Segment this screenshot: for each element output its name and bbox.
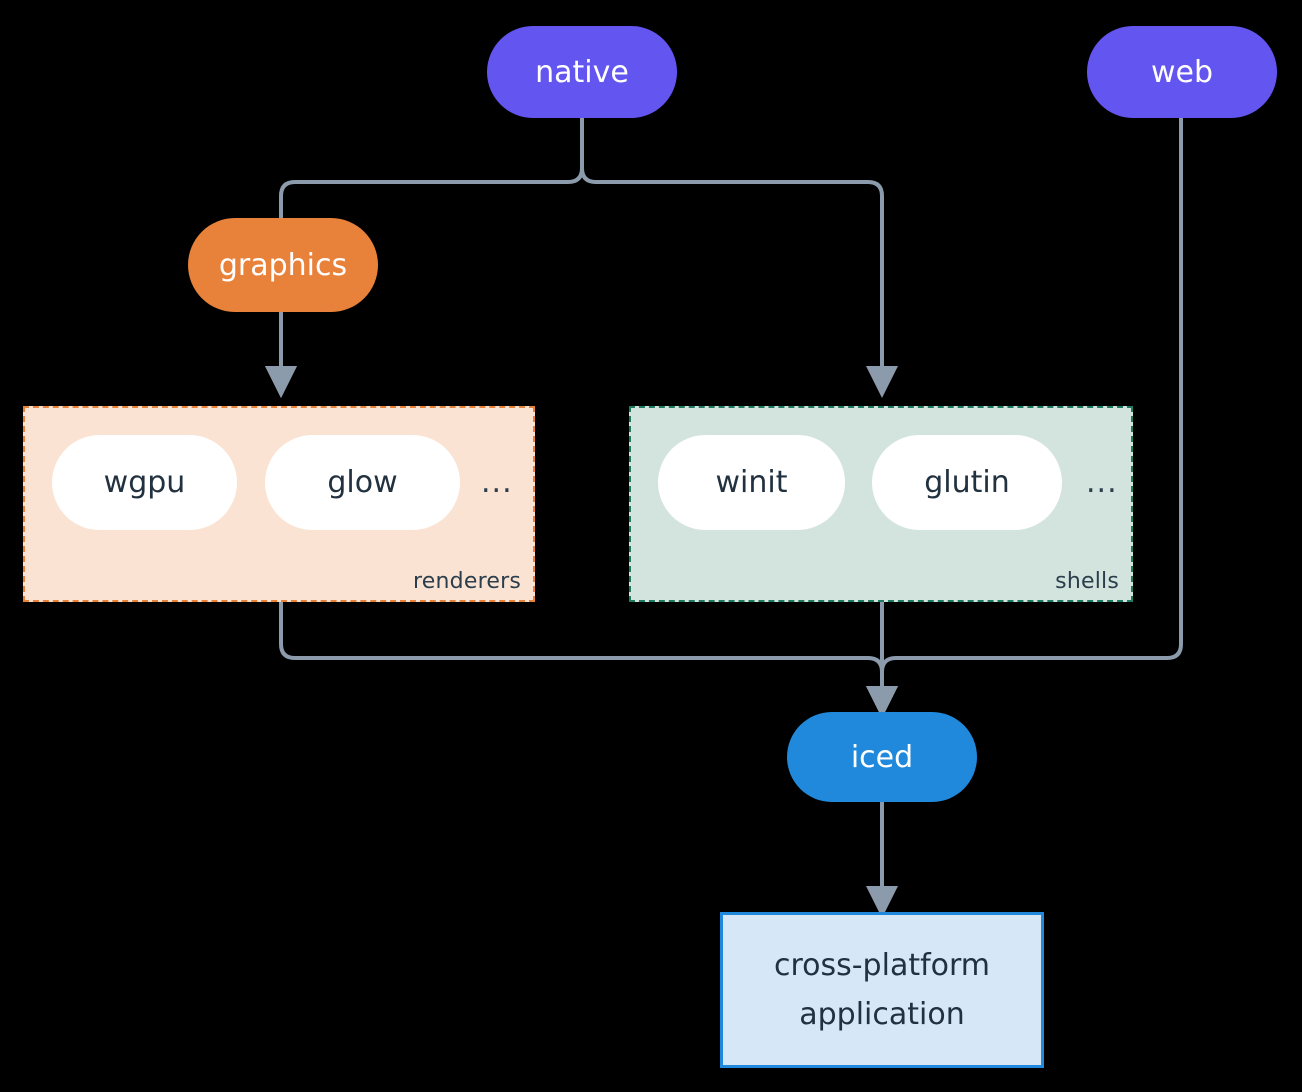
node-iced[interactable]: iced bbox=[787, 712, 977, 802]
node-graphics-label: graphics bbox=[218, 247, 348, 283]
edge-renderers-to-iced bbox=[279, 600, 898, 718]
group-shells-label: shells bbox=[1055, 569, 1119, 594]
renderers-ellipsis: ... bbox=[481, 465, 513, 500]
group-renderers[interactable]: wgpu glow ... renderers bbox=[23, 406, 535, 602]
node-iced-label: iced bbox=[850, 739, 914, 775]
shells-ellipsis: ... bbox=[1086, 465, 1118, 500]
node-application-line2: application bbox=[799, 997, 965, 1032]
leaf-glow[interactable]: glow bbox=[265, 435, 460, 530]
node-web-label: web bbox=[1150, 54, 1214, 90]
node-application-line1: cross-platform bbox=[773, 947, 991, 983]
leaf-glutin[interactable]: glutin bbox=[872, 435, 1062, 530]
node-native[interactable]: native bbox=[487, 26, 677, 118]
group-shells[interactable]: winit glutin ... shells bbox=[629, 406, 1133, 602]
group-renderers-label: renderers bbox=[413, 569, 521, 594]
node-graphics[interactable]: graphics bbox=[188, 218, 378, 312]
node-application[interactable]: cross-platform application bbox=[720, 912, 1044, 1068]
leaf-wgpu-label: wgpu bbox=[103, 465, 186, 500]
leaf-wgpu[interactable]: wgpu bbox=[52, 435, 237, 530]
node-native-label: native bbox=[535, 54, 629, 90]
leaf-winit[interactable]: winit bbox=[658, 435, 845, 530]
leaf-glutin-label: glutin bbox=[924, 465, 1010, 500]
node-web[interactable]: web bbox=[1087, 26, 1277, 118]
leaf-glow-label: glow bbox=[327, 465, 398, 500]
leaf-winit-label: winit bbox=[715, 465, 788, 500]
edge-native-to-shells bbox=[580, 116, 898, 398]
